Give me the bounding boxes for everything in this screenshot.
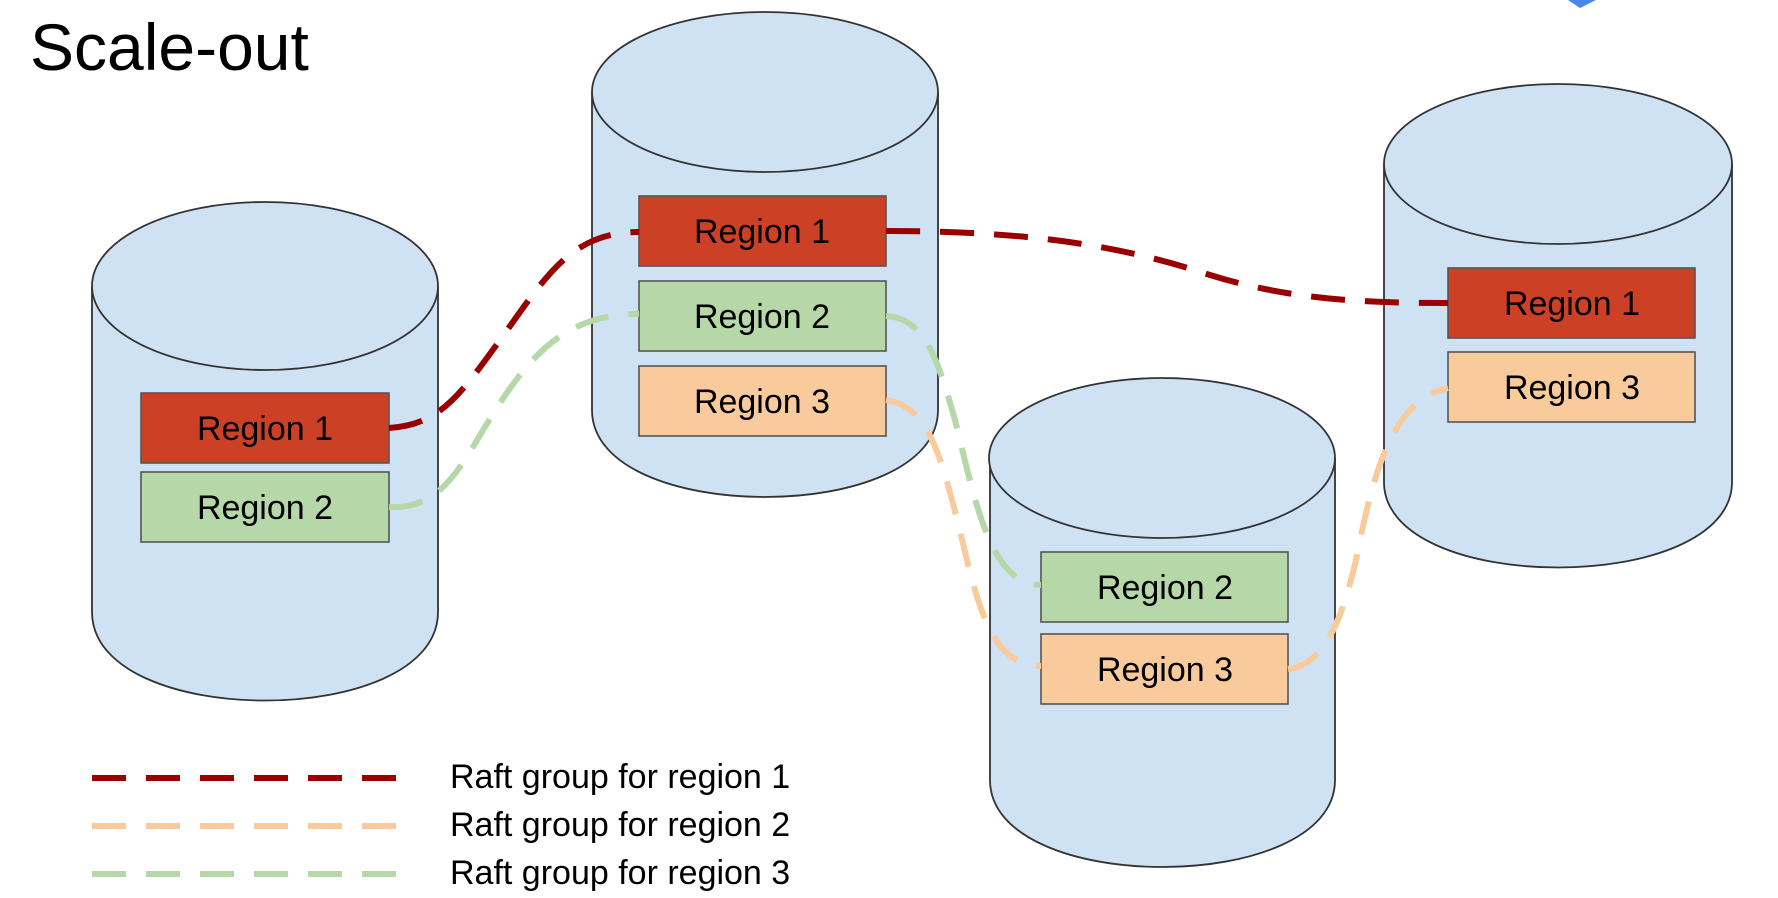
left-region-1-label: Region 1	[197, 410, 333, 448]
raft-region-1-center-to-right-line	[885, 228, 1449, 306]
legend: Raft group for region 1 Raft group for r…	[92, 758, 790, 892]
lower-region-2-box	[1040, 551, 1289, 623]
center-database-regions: Region 1 Region 2 Region 3	[638, 195, 887, 437]
legend-raft-region-1-label: Raft group for region 1	[450, 758, 790, 796]
right-region-1-label: Region 1	[1504, 285, 1640, 323]
database-lower-top	[988, 377, 1336, 539]
lower-region-3-box	[1040, 633, 1289, 705]
legend-raft-region-3-label: Raft group for region 3	[450, 854, 790, 892]
right-database-regions: Region 1 Region 3	[1447, 267, 1696, 423]
left-region-2-label: Region 2	[197, 489, 333, 527]
right-region-3-box	[1447, 351, 1696, 423]
lower-region-2-label: Region 2	[1097, 569, 1233, 607]
database-center-top	[591, 11, 939, 173]
legend-raft-region-2-label: Raft group for region 2	[450, 806, 790, 844]
left-region-1-box	[140, 392, 390, 464]
center-region-2-label: Region 2	[694, 298, 830, 336]
raft-group-region-1-lines	[388, 228, 1449, 431]
lower-region-3-label: Region 3	[1097, 651, 1233, 689]
database-right-top	[1383, 83, 1733, 245]
database-left-top	[91, 201, 439, 371]
raft-region-3-left-to-center-line	[388, 311, 640, 511]
raft-region-1-left-to-center-line	[388, 229, 640, 431]
center-region-3-label: Region 3	[694, 383, 830, 421]
raft-region-2-center-to-lower-line	[885, 397, 1042, 669]
corner-accent-shape	[1568, 0, 1596, 8]
lower-database-regions: Region 2 Region 3	[1040, 551, 1289, 705]
center-region-1-label: Region 1	[694, 213, 830, 251]
raft-region-3-center-to-lower-line	[885, 313, 1042, 588]
raft-group-region-3-lines	[388, 311, 1042, 588]
raft-region-2-lower-to-right-line	[1287, 385, 1449, 672]
left-database-regions: Region 1 Region 2	[140, 392, 390, 543]
raft-group-region-2-lines	[885, 385, 1449, 672]
page-title: Scale-out	[30, 10, 309, 84]
right-region-3-label: Region 3	[1504, 369, 1640, 407]
